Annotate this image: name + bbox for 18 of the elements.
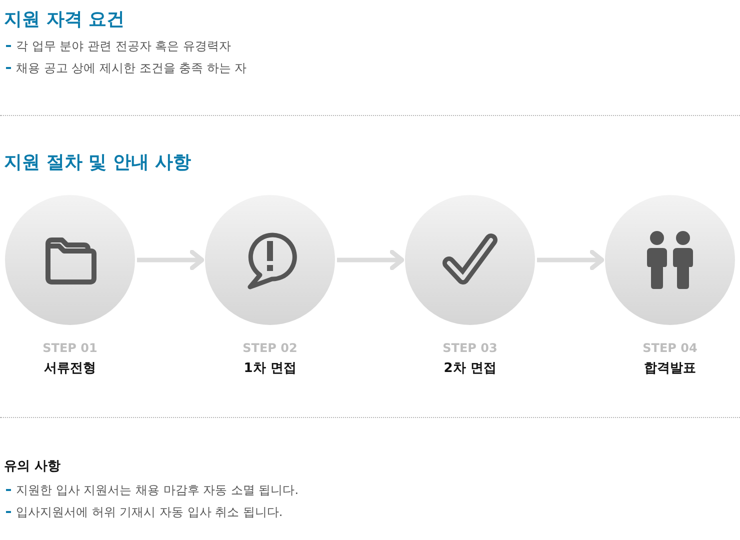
- subheading: 유의 사항: [4, 458, 61, 476]
- list-item: 각 업무 분야 관련 전공자 혹은 유경력자: [16, 38, 231, 54]
- list-item: 지원한 입사 지원서는 채용 마감후 자동 소멸 됩니다.: [16, 482, 299, 498]
- step-title: 2차 면접: [444, 360, 496, 378]
- list-item: 입사지원서에 허위 기재시 자동 입사 취소 됩니다.: [16, 504, 283, 520]
- section-heading: 지원 자격 요건: [4, 8, 125, 32]
- arrow: [537, 250, 604, 270]
- section-heading: 지원 절차 및 안내 사항: [4, 151, 192, 175]
- step-number: STEP 03: [442, 340, 498, 356]
- step-title: 합격발표: [644, 360, 696, 378]
- step-title: 1차 면접: [244, 360, 296, 378]
- step-number: STEP 04: [642, 340, 698, 356]
- list-item: 채용 공고 상에 제시한 조건을 충족 하는 자: [16, 60, 247, 76]
- step-number: STEP 01: [42, 340, 98, 356]
- arrow: [137, 250, 204, 270]
- arrow: [337, 250, 404, 270]
- step-title: 서류전형: [44, 360, 96, 378]
- step-number: STEP 02: [242, 340, 298, 356]
